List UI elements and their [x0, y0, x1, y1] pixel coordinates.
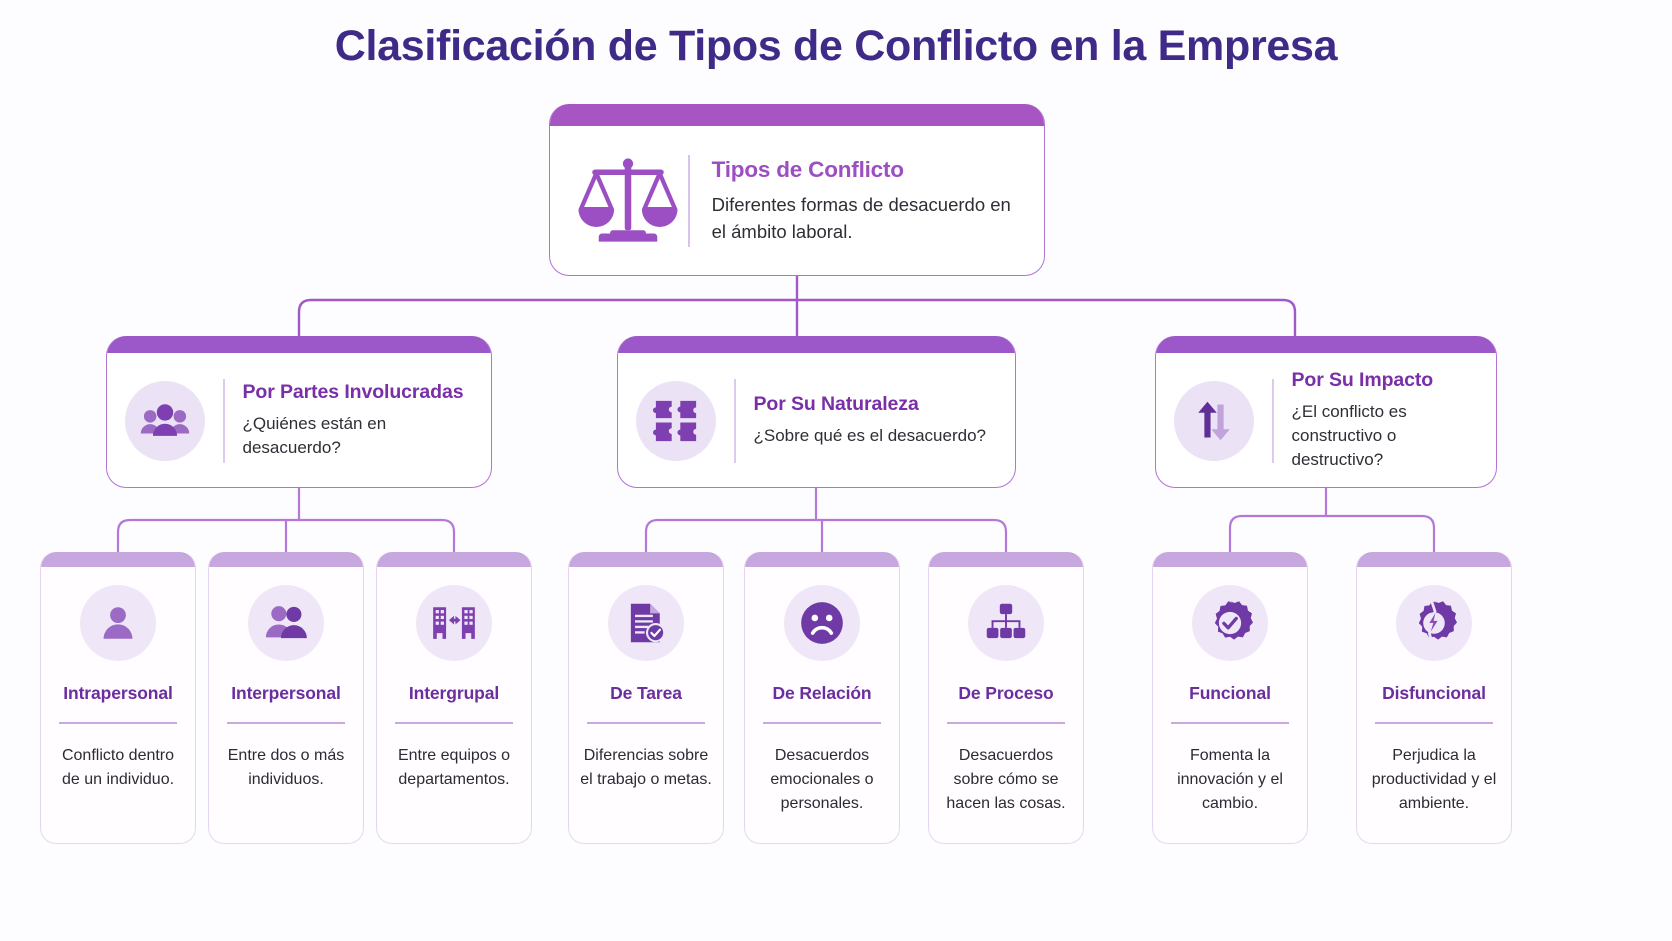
page-title: Clasificación de Tipos de Conflicto en l… [334, 22, 1338, 70]
category-divider [734, 378, 736, 463]
category-card-topbar [1156, 336, 1496, 353]
leaf-card-de-tarea[interactable]: De Tarea Diferencias sobre el trabajo o … [568, 552, 724, 844]
leaf-description: Desacuerdos sobre cómo se hacen las cosa… [946, 746, 1066, 813]
gear-check-icon [1192, 585, 1268, 661]
leaf-divider [947, 722, 1065, 724]
leaf-card-intergrupal[interactable]: Intergrupal Entre equipos o departamento… [376, 552, 532, 844]
leaf-title: Intergrupal [408, 683, 500, 703]
root-card-body: Tipos de Conflicto Diferentes formas de … [550, 126, 1044, 275]
two-people-icon [248, 585, 324, 661]
leaf-description: Conflicto dentro de un individuo. [61, 746, 175, 788]
category-card-body: Por Su Impacto ¿El conflicto es construc… [1156, 353, 1496, 487]
leaf-card-topbar [1153, 552, 1307, 567]
leaf-divider [59, 722, 177, 724]
leaf-card-topbar [377, 552, 531, 567]
category-card-topbar [618, 336, 1015, 353]
category-card-partes-involucradas[interactable]: Por Partes Involucradas ¿Quiénes están e… [106, 336, 492, 488]
leaf-divider [227, 722, 345, 724]
leaf-title: De Proceso [958, 683, 1054, 703]
up-down-arrows-icon [1174, 380, 1254, 461]
category-description: ¿Sobre qué es el desacuerdo? [753, 425, 987, 445]
leaf-title: Interpersonal [231, 683, 341, 703]
leaf-card-disfuncional[interactable]: Disfuncional Perjudica la productividad … [1356, 552, 1512, 844]
leaf-card-de-proceso[interactable]: De Proceso Desacuerdos sobre cómo se hac… [928, 552, 1084, 844]
scales-balance-icon [572, 149, 684, 253]
root-card-topbar [550, 104, 1044, 126]
leaf-divider [1171, 722, 1289, 724]
broken-gear-icon [1396, 585, 1472, 661]
org-chart-icon [968, 585, 1044, 661]
leaf-card-funcional[interactable]: Funcional Fomenta la innovación y el cam… [1152, 552, 1308, 844]
leaf-card-intrapersonal[interactable]: Intrapersonal Conflicto dentro de un ind… [40, 552, 196, 844]
leaf-divider [395, 722, 513, 724]
category-description: ¿Quiénes están en desacuerdo? [242, 413, 387, 457]
root-divider [688, 155, 690, 247]
category-title: Por Su Impacto [1291, 368, 1434, 391]
leaf-description: Desacuerdos emocionales o personales. [770, 746, 874, 813]
leaf-divider [587, 722, 705, 724]
document-check-icon [608, 585, 684, 661]
leaf-card-de-relacion[interactable]: De Relación Desacuerdos emocionales o pe… [744, 552, 900, 844]
group-people-icon [125, 380, 205, 461]
category-description: ¿El conflicto es constructivo o destruct… [1291, 401, 1407, 470]
puzzle-pieces-icon [636, 380, 716, 461]
leaf-title: De Tarea [610, 683, 682, 703]
sad-face-icon [784, 585, 860, 661]
root-node-card[interactable]: Tipos de Conflicto Diferentes formas de … [549, 104, 1045, 276]
leaf-divider [763, 722, 881, 724]
leaf-title: Intrapersonal [63, 683, 173, 703]
leaf-description: Entre dos o más individuos. [227, 746, 345, 788]
leaf-card-interpersonal[interactable]: Interpersonal Entre dos o más individuos… [208, 552, 364, 844]
category-card-topbar [107, 336, 491, 353]
category-divider [1272, 378, 1274, 463]
root-description: Diferentes formas de desacuerdo en el ám… [711, 193, 1011, 242]
leaf-description: Fomenta la innovación y el cambio. [1177, 746, 1283, 813]
leaf-title: Funcional [1189, 683, 1271, 703]
category-divider [223, 378, 225, 463]
leaf-card-topbar [929, 552, 1083, 567]
two-buildings-icon [416, 585, 492, 661]
root-title: Tipos de Conflicto [711, 156, 904, 182]
category-card-body: Por Su Naturaleza ¿Sobre qué es el desac… [618, 353, 1015, 487]
leaf-title: De Relación [772, 683, 872, 703]
leaf-description: Entre equipos o departamentos. [397, 746, 511, 788]
category-card-naturaleza[interactable]: Por Su Naturaleza ¿Sobre qué es el desac… [617, 336, 1016, 488]
leaf-divider [1375, 722, 1493, 724]
leaf-card-topbar [745, 552, 899, 567]
category-card-body: Por Partes Involucradas ¿Quiénes están e… [107, 353, 491, 487]
category-title: Por Su Naturaleza [753, 392, 919, 415]
leaf-card-topbar [569, 552, 723, 567]
leaf-card-topbar [41, 552, 195, 567]
category-title: Por Partes Involucradas [242, 380, 464, 403]
leaf-card-topbar [209, 552, 363, 567]
leaf-title: Disfuncional [1382, 683, 1486, 703]
leaf-description: Diferencias sobre el trabajo o metas. [580, 746, 712, 788]
single-person-icon [80, 585, 156, 661]
category-card-impacto[interactable]: Por Su Impacto ¿El conflicto es construc… [1155, 336, 1497, 488]
leaf-card-topbar [1357, 552, 1511, 567]
leaf-description: Perjudica la productividad y el ambiente… [1371, 746, 1497, 813]
